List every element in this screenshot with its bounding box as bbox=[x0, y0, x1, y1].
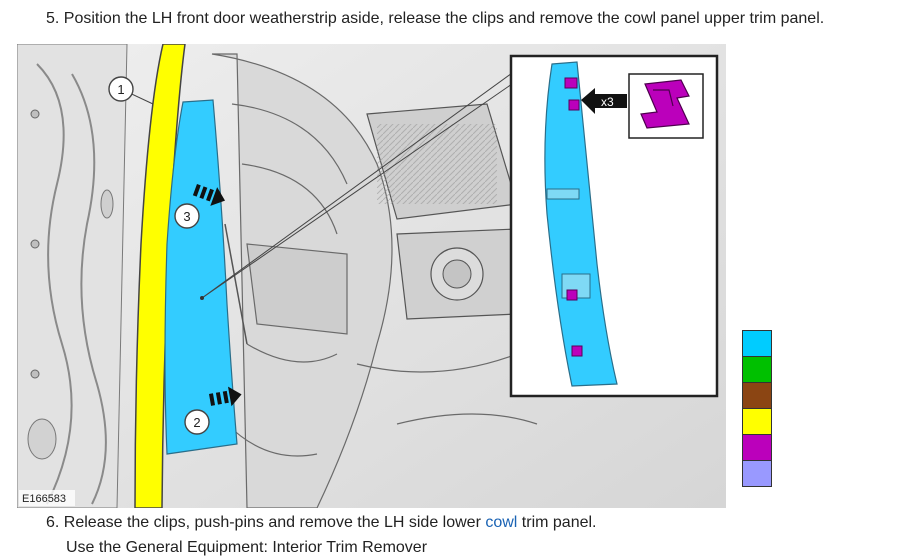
legend-swatch bbox=[743, 461, 771, 486]
clip-count-label: x3 bbox=[601, 95, 614, 109]
callout-3: 3 bbox=[183, 209, 190, 224]
legend-swatch bbox=[743, 331, 771, 357]
callout-2: 2 bbox=[193, 415, 200, 430]
legend-swatch bbox=[743, 383, 771, 409]
door-frame-drawing bbox=[17, 44, 128, 508]
legend-swatch bbox=[743, 409, 771, 435]
step-6-text: 6. Release the clips, push-pins and remo… bbox=[46, 513, 597, 533]
step-6-prefix: 6. Release the clips, push-pins and remo… bbox=[46, 514, 486, 531]
callout-1: 1 bbox=[117, 82, 124, 97]
figure-image-id: E166583 bbox=[22, 493, 66, 505]
step-5-text: 5. Position the LH front door weatherstr… bbox=[46, 10, 825, 27]
clip-arrow-lower bbox=[209, 386, 242, 407]
cowl-upper-trim-panel bbox=[164, 99, 238, 455]
dashboard-drawing bbox=[211, 53, 538, 508]
clip-arrow-upper bbox=[192, 184, 226, 206]
step-6-equipment-note: Use the General Equipment: Interior Trim… bbox=[66, 539, 428, 556]
inset-detail: x3 bbox=[509, 54, 719, 398]
step-6-suffix: trim panel. bbox=[517, 514, 597, 531]
legend-swatch bbox=[743, 435, 771, 461]
color-legend bbox=[742, 330, 772, 487]
cowl-link[interactable]: cowl bbox=[485, 514, 518, 531]
legend-swatch bbox=[743, 357, 771, 383]
procedure-illustration: 1 3 2 E166583 bbox=[17, 44, 726, 508]
